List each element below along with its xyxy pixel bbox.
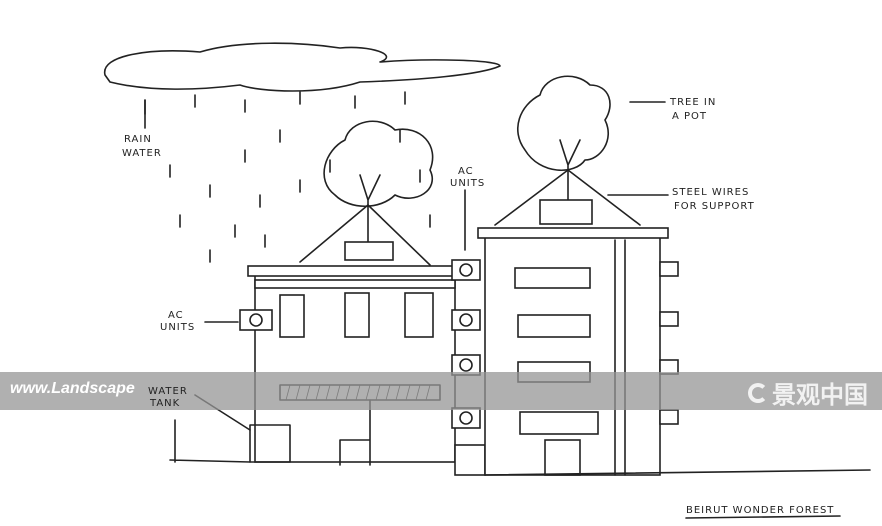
sketch-title: BEIRUT WONDER FOREST [686, 505, 834, 516]
watermark-right-text: 景观中国 [772, 381, 868, 409]
ground-line [169, 419, 871, 476]
label-ac-left-1: AC [168, 310, 184, 321]
rain-drops [144, 91, 431, 263]
tree-in-pot-right [494, 75, 641, 226]
watermark-logo-icon [748, 382, 768, 403]
left-building [247, 265, 457, 466]
label-wires-1: STEEL WIRES [672, 187, 749, 198]
cloud [104, 42, 501, 92]
watermark-right: 景观中国 [748, 375, 868, 410]
ac-units-column [451, 259, 486, 476]
label-water: WATER [122, 148, 162, 159]
label-tree-2: A POT [672, 111, 707, 122]
right-building [477, 227, 679, 476]
watermark-left-text: www.Landscape [10, 380, 135, 397]
label-ac-left-2: UNITS [160, 322, 195, 333]
title-underline [685, 515, 841, 519]
label-tree-1: TREE IN [669, 97, 716, 108]
label-ac-mid-1: AC [458, 166, 474, 177]
watermark-band [0, 372, 882, 410]
leader-lines [144, 99, 669, 431]
tree-in-pot-left [299, 120, 434, 266]
label-wires-2: FOR SUPPORT [674, 201, 755, 212]
label-ac-mid-2: UNITS [450, 178, 485, 189]
label-rain: RAIN [124, 134, 152, 145]
ac-units-left [239, 309, 273, 331]
